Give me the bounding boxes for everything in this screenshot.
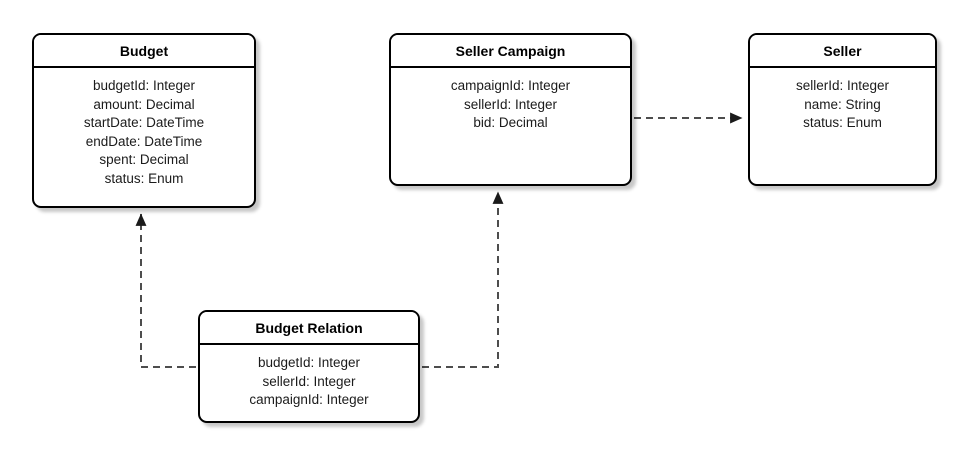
attribute-row: campaignId: Integer [249,392,369,407]
attribute-row: status: Enum [803,115,882,130]
entity-budget[interactable]: Budget budgetId: Integer amount: Decimal… [32,33,256,208]
entity-seller[interactable]: Seller sellerId: Integer name: String st… [748,33,937,186]
attribute-row: sellerId: Integer [795,78,890,93]
entity-seller-campaign-title: Seller Campaign [391,35,630,68]
attribute-row: status: Enum [104,170,184,186]
entity-seller-attributes: sellerId: Integer name: String status: E… [750,68,935,133]
attribute-row: sellerId: Integer [463,96,558,112]
entity-seller-title: Seller [750,35,935,68]
attribute-row: budgetId: Integer [92,78,196,93]
attribute-row: bid: Decimal [473,115,548,130]
connector-budget-relation-to-seller-campaign [422,191,504,368]
entity-budget-title: Budget [34,35,254,68]
attribute-row: name: String [804,96,881,112]
entity-seller-campaign-attributes: campaignId: Integer sellerId: Integer bi… [391,68,630,133]
attribute-row: campaignId: Integer [450,78,571,93]
entity-budget-attributes: budgetId: Integer amount: Decimal startD… [34,68,254,188]
attribute-row: endDate: DateTime [85,133,203,149]
attribute-row: amount: Decimal [93,96,195,112]
entity-budget-relation[interactable]: Budget Relation budgetId: Integer seller… [198,310,420,423]
entity-seller-campaign[interactable]: Seller Campaign campaignId: Integer sell… [389,33,632,186]
attribute-row: startDate: DateTime [83,115,205,130]
entity-budget-relation-attributes: budgetId: Integer sellerId: Integer camp… [200,345,418,410]
attribute-row: budgetId: Integer [257,355,361,370]
connector-budget-relation-to-budget [135,213,196,368]
attribute-row: sellerId: Integer [262,373,356,389]
attribute-row: spent: Decimal [99,152,189,167]
entity-budget-relation-title: Budget Relation [200,312,418,345]
